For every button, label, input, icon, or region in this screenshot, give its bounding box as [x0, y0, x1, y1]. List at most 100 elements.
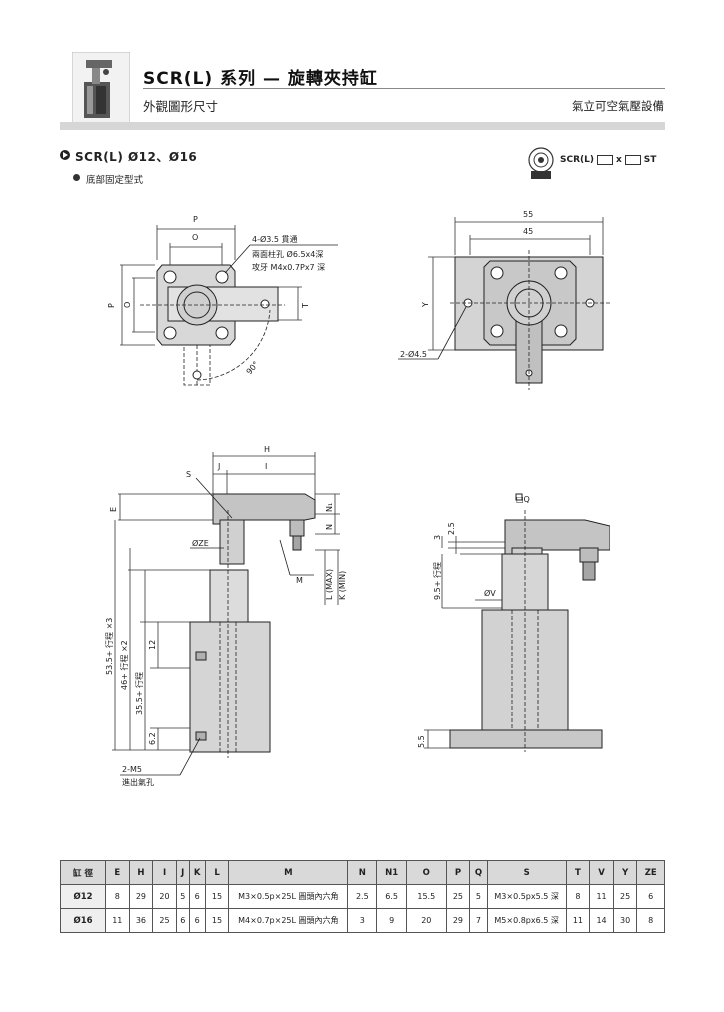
dim-o-top: O: [192, 233, 198, 242]
table-cell: 7: [469, 908, 488, 933]
order-x: x: [615, 155, 622, 165]
table-cell: 30: [612, 908, 638, 933]
header-bar: [60, 122, 665, 130]
table-cell: 8: [565, 884, 591, 909]
table-cell: 6: [175, 908, 190, 933]
table-cell: 36: [128, 908, 154, 933]
dim-i: I: [265, 462, 267, 471]
dim-e: E: [109, 507, 118, 512]
dim-p-side: P: [107, 303, 116, 308]
dim-12: 12: [148, 640, 157, 650]
dim-9-5: 9.5+ 行程: [432, 562, 442, 600]
table-cell: 2.5: [347, 884, 378, 909]
col-header: T: [565, 860, 591, 885]
note-tap: 攻牙 M4x0.7Px7 深: [252, 262, 325, 272]
table-cell: Ø16: [60, 908, 106, 933]
table-cell: 3: [347, 908, 378, 933]
dim-v: ØV: [484, 588, 496, 598]
dimension-table: 缸 徑 E H I J K L M N N1 O P Q S T V Y ZE …: [60, 860, 665, 933]
table-cell: 6: [188, 908, 206, 933]
dim-45: 45: [523, 227, 533, 236]
dim-46: 46+ 行程 ×2: [119, 640, 129, 690]
dim-55: 55: [523, 210, 533, 219]
table-cell: M5×0.8px6.5 深: [486, 908, 567, 933]
table-row: Ø16 11 36 25 6 6 15 M4×0.7p×25L 圓頭內六角 3 …: [60, 908, 665, 933]
table-cell: 20: [405, 908, 447, 933]
section-subtitle: 底部固定型式: [86, 175, 144, 186]
col-header: E: [105, 860, 130, 885]
col-header: P: [445, 860, 471, 885]
dim-q: □Q: [516, 495, 530, 504]
dim-hole-2: 2-Ø4.5: [400, 349, 427, 359]
page-title: SCR(L) 系列 — 旋轉夾持缸: [143, 69, 378, 89]
table-cell: 6.5: [376, 884, 407, 909]
section-title: SCR(L) Ø12、Ø16: [75, 150, 198, 164]
order-prefix: SCR(L): [560, 155, 594, 165]
table-cell: M3×0.5px5.5 深: [486, 884, 567, 909]
note-counterbore: 兩面柱孔 Ø6.5x4深: [252, 249, 323, 259]
table-cell: 5: [175, 884, 190, 909]
col-header: V: [589, 860, 614, 885]
table-cell: 29: [445, 908, 471, 933]
front-view-drawing: H J I S E N₁ N ØZE M L (MAX) K (MIN) 53.…: [104, 445, 347, 787]
col-header: K: [188, 860, 206, 885]
dim-5-5: 5.5: [417, 735, 426, 748]
switch-model-icon: [528, 147, 554, 179]
dim-y: Y: [421, 302, 430, 308]
table-cell: 25: [445, 884, 471, 909]
header-divider: [143, 88, 665, 89]
col-header: ZE: [636, 860, 665, 885]
col-header: N1: [376, 860, 407, 885]
table-cell: 11: [105, 908, 130, 933]
dim-o-side: O: [123, 302, 132, 308]
table-cell: 15: [204, 908, 230, 933]
table-cell: 8: [636, 908, 665, 933]
dim-2-5: 2.5: [447, 522, 456, 535]
table-cell: 6: [636, 884, 665, 909]
table-cell: 11: [589, 884, 614, 909]
order-box-stroke: [624, 155, 641, 165]
dim-n1: N₁: [325, 503, 334, 512]
table-row: Ø12 8 29 20 5 6 15 M3×0.5p×25L 圓頭內六角 2.5…: [60, 884, 665, 909]
table-cell: 15: [204, 884, 230, 909]
col-header: I: [152, 860, 177, 885]
dim-6-2: 6.2: [148, 732, 157, 745]
col-header: H: [128, 860, 154, 885]
dim-n: N: [325, 524, 334, 530]
dim-l-max: L (MAX): [325, 569, 334, 600]
plan-view-drawing: 55 45 Y 2-Ø4.5: [398, 210, 610, 390]
order-suffix: ST: [643, 155, 657, 165]
note-hole: 4-Ø3.5 貫通: [252, 234, 298, 244]
dim-p-top: P: [193, 215, 198, 224]
col-header: Q: [469, 860, 488, 885]
port-label: 2-M5: [122, 765, 142, 774]
top-view-drawing: P O P O T 4-Ø3.5 貫通 兩面柱孔 Ø6.5x4深 攻牙 M4x0…: [107, 215, 338, 386]
dim-k-min: K (MIN): [338, 571, 347, 600]
table-cell: 25: [612, 884, 638, 909]
col-header: S: [486, 860, 567, 885]
table-cell: M3×0.5p×25L 圓頭內六角: [228, 884, 349, 909]
brand-name: 氣立可空氣壓設備: [572, 99, 664, 113]
table-cell: 20: [152, 884, 177, 909]
table-cell: Ø12: [60, 884, 106, 909]
dim-j: J: [217, 462, 220, 471]
dim-ze: ØZE: [192, 538, 209, 548]
order-code: SCR(L) x ST: [560, 155, 656, 165]
dim-s: S: [186, 470, 191, 479]
col-header: L: [204, 860, 230, 885]
dim-35-5: 35.5+ 行程: [134, 672, 144, 715]
table-cell: M4×0.7p×25L 圓頭內六角: [228, 908, 349, 933]
table-cell: 29: [128, 884, 154, 909]
table-cell: 9: [376, 908, 407, 933]
dim-53-5: 53.5+ 行程 ×3: [104, 618, 114, 675]
table-cell: 8: [105, 884, 130, 909]
order-box-bore: [596, 155, 613, 165]
table-cell: 15.5: [405, 884, 447, 909]
table-header-row: 缸 徑 E H I J K L M N N1 O P Q S T V Y ZE: [60, 860, 665, 885]
table-cell: 14: [589, 908, 614, 933]
dim-m: M: [296, 576, 303, 585]
product-thumbnail: [72, 52, 130, 124]
gear-bullet-icon: [73, 174, 80, 181]
table-cell: 5: [469, 884, 488, 909]
col-header: N: [347, 860, 378, 885]
